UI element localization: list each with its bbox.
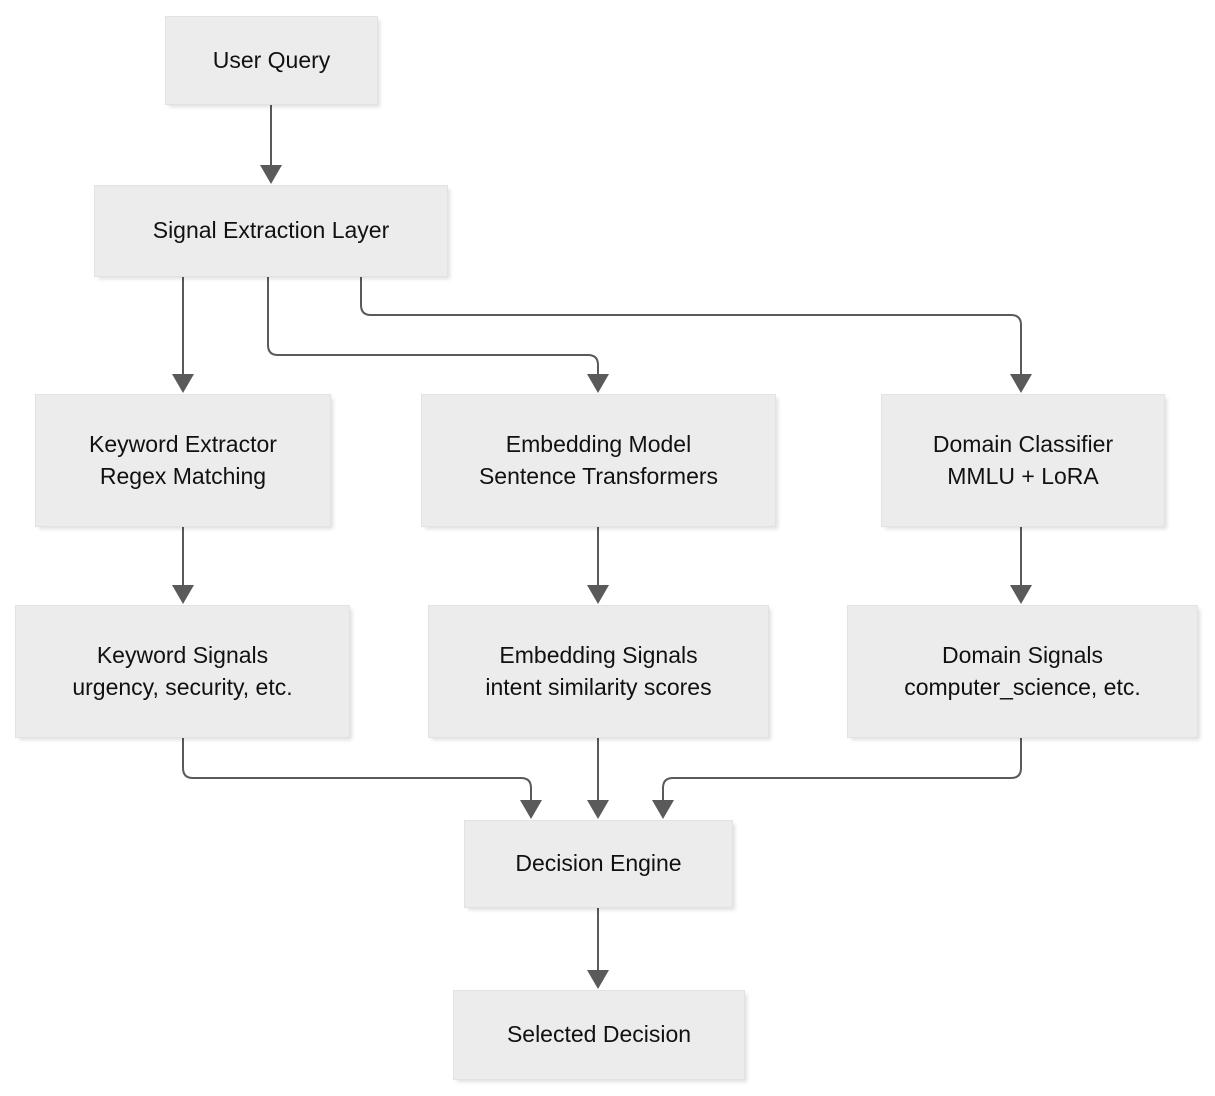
arrowhead-icon [652, 800, 674, 819]
arrowhead-icon [1010, 374, 1032, 393]
node-label-line: Regex Matching [99, 462, 267, 489]
node-label-line: Signal Extraction Layer [152, 217, 390, 244]
node-decision-engine[interactable]: Decision Engine [464, 820, 733, 908]
arrowhead-icon [587, 800, 609, 819]
node-user-query[interactable]: User Query [165, 16, 378, 105]
node-embedding-signals[interactable]: Embedding Signals intent similarity score… [428, 605, 769, 738]
node-label-line: MMLU + LoRA [947, 462, 1099, 489]
edge-line [360, 276, 1022, 377]
arrowhead-icon [172, 374, 194, 393]
arrowhead-icon [587, 374, 609, 393]
arrowhead-icon [587, 585, 609, 604]
arrowhead-icon [260, 165, 282, 184]
node-domain-signals[interactable]: Domain Signals computer_science, etc. [847, 605, 1198, 738]
node-label-line: Keyword Signals [96, 641, 269, 668]
edge-keyword-extractor-to-keyword-signals [172, 526, 194, 604]
edge-line [662, 737, 1022, 803]
edge-domain-classifier-to-domain-signals [1010, 526, 1032, 604]
node-label-line: Selected Decision [506, 1021, 692, 1048]
edge-keyword-signals-to-decision-engine [182, 737, 542, 819]
arrowhead-icon [172, 585, 194, 604]
node-label-line: Domain Classifier [932, 430, 1114, 457]
edge-signal-extraction-to-embedding-model [267, 276, 609, 393]
edge-signal-extraction-to-keyword-extractor [172, 276, 194, 393]
node-label-line: Embedding Model [505, 430, 692, 457]
edge-domain-signals-to-decision-engine [652, 737, 1022, 819]
edge-decision-engine-to-selected-decision [587, 907, 609, 989]
edge-line [267, 276, 599, 377]
arrowhead-icon [520, 800, 542, 819]
node-label-line: intent similarity scores [485, 673, 712, 700]
node-label-line: Keyword Extractor [89, 430, 277, 457]
edge-user-query-to-signal-extraction [260, 104, 282, 184]
edge-signal-extraction-to-domain-classifier [360, 276, 1032, 393]
node-label-line: Domain Signals [941, 641, 1104, 668]
node-label-line: Sentence Transformers [478, 462, 719, 489]
arrowhead-icon [587, 970, 609, 989]
node-label-line: User Query [212, 46, 331, 73]
edge-embedding-model-to-embedding-signals [587, 526, 609, 604]
node-keyword-signals[interactable]: Keyword Signals urgency, security, etc. [15, 605, 350, 738]
node-signal-extraction-layer[interactable]: Signal Extraction Layer [94, 185, 448, 277]
arrowhead-icon [1010, 585, 1032, 604]
node-label-line: Embedding Signals [499, 641, 698, 668]
node-selected-decision[interactable]: Selected Decision [453, 990, 745, 1080]
edge-embedding-signals-to-decision-engine [587, 737, 609, 819]
node-label-line: urgency, security, etc. [72, 673, 293, 700]
node-label-line: Decision Engine [515, 850, 682, 877]
edge-line [182, 737, 532, 803]
node-label-line: computer_science, etc. [904, 673, 1141, 700]
